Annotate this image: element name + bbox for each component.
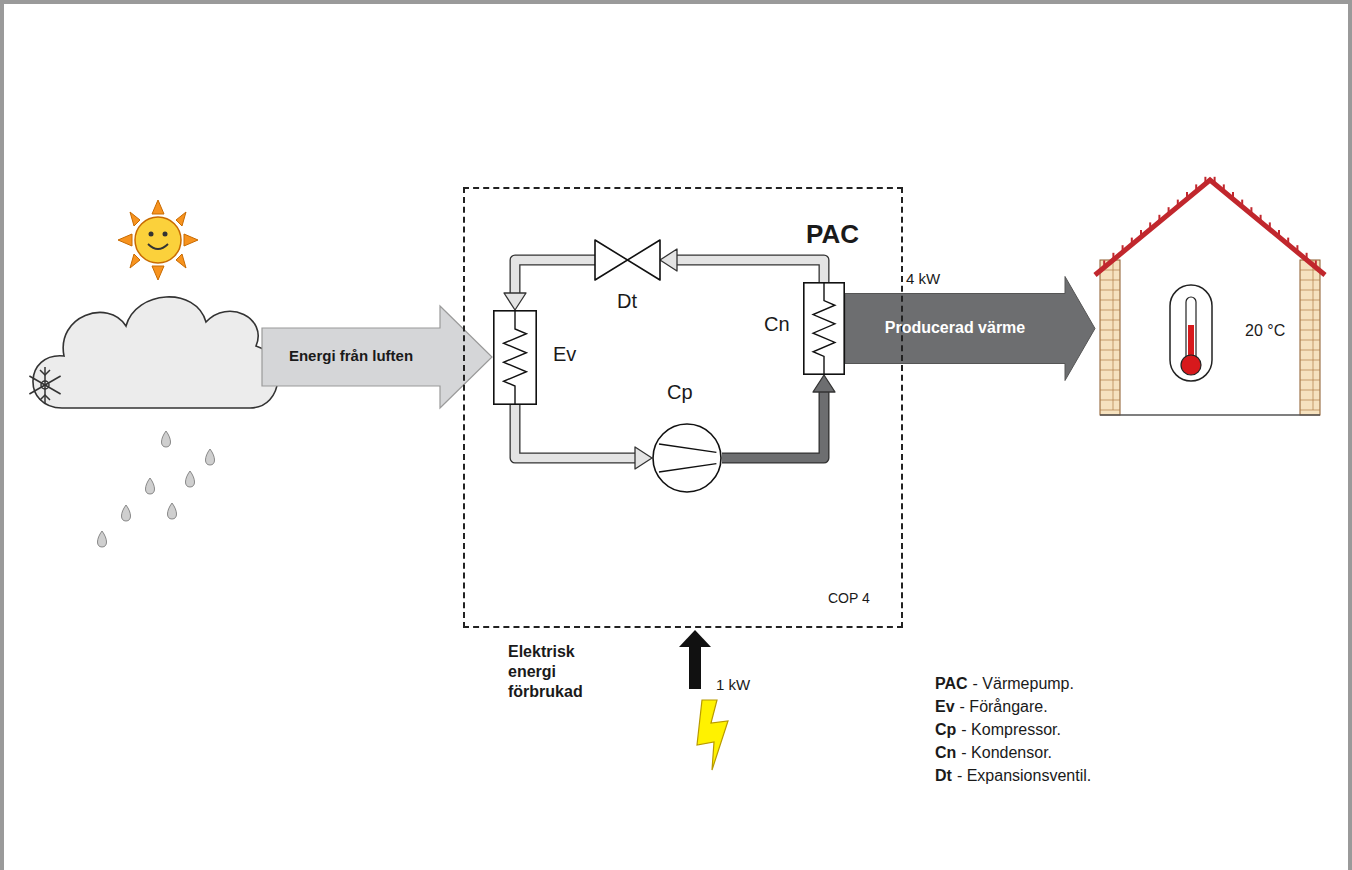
compressor-label: Cp	[667, 381, 693, 404]
flow-band	[675, 260, 824, 282]
abbreviation-meaning: - Expansionsventil.	[957, 767, 1091, 785]
expansion-valve-symbol	[595, 240, 660, 280]
arrowhead	[635, 447, 652, 469]
abbreviation: PAC	[935, 675, 968, 693]
raindrop	[186, 471, 195, 487]
arrow-label: Producerad värme	[885, 319, 1026, 337]
abbreviation-meaning: - Förångare.	[960, 698, 1048, 716]
power-value: 1 kW	[716, 676, 750, 693]
raindrops	[98, 431, 215, 547]
flow-band-outline	[722, 390, 824, 458]
flow-arrow	[722, 375, 835, 458]
flow-band	[515, 260, 595, 295]
electric-arrow	[679, 630, 711, 689]
evaporator-label: Ev	[553, 343, 576, 366]
snowflake	[29, 367, 60, 403]
abbreviation: Dt	[935, 767, 952, 785]
flow-arrow	[515, 405, 652, 469]
evaporator-symbol	[493, 310, 537, 405]
raindrop	[168, 503, 177, 519]
house: 20 °C	[1095, 175, 1325, 418]
cloud	[33, 297, 278, 408]
cop-value: COP 4	[828, 590, 870, 606]
flow-band	[515, 405, 637, 458]
arrowhead	[504, 293, 526, 310]
lightning-symbol	[697, 700, 728, 770]
abbreviation-meaning: - Kondensor.	[961, 744, 1052, 762]
house-symbol	[1095, 175, 1325, 418]
abbreviation: Ev	[935, 698, 955, 716]
flow-arrow	[845, 277, 1095, 381]
air-energy-arrow	[262, 306, 492, 408]
heat-pump-box-label: PAC	[806, 220, 859, 250]
compressor: Cp	[652, 423, 722, 493]
heat-output-arrow	[845, 277, 1095, 381]
abbreviation-meaning: - Kompressor.	[961, 721, 1061, 739]
abbreviation-meaning: - Värmepump.	[973, 675, 1074, 693]
raindrop	[146, 478, 155, 494]
raindrop	[206, 449, 215, 465]
power-value: 4 kW	[906, 270, 940, 287]
arrowhead	[813, 375, 835, 392]
evaporator: Ev	[493, 310, 537, 405]
raindrop	[162, 431, 171, 447]
flow-arrow	[660, 249, 824, 282]
condenser: Cn	[803, 282, 845, 375]
condenser-symbol	[803, 282, 845, 375]
flow-band-outline	[515, 405, 637, 458]
expansion-valve: Dt	[595, 240, 660, 280]
arrow-label: Energi från luften	[262, 347, 440, 364]
abbreviation: Cn	[935, 744, 956, 762]
sun	[118, 200, 198, 280]
condenser-label: Cn	[764, 313, 790, 336]
raindrop	[98, 531, 107, 547]
energy-caption: Elektrisk energi förbrukad	[508, 642, 604, 702]
raindrop	[122, 505, 131, 521]
flow-arrow	[504, 260, 595, 310]
compressor-symbol	[652, 423, 722, 493]
arrowhead	[660, 249, 677, 271]
flow-band	[722, 390, 824, 458]
flow-band-outline	[515, 260, 595, 295]
expansion-valve-label: Dt	[617, 290, 637, 313]
heat-pump-box: PAC DtEvCp Cn	[463, 187, 903, 628]
house-label: 20 °C	[1245, 322, 1285, 340]
abbreviation: Cp	[935, 721, 956, 739]
flow-band-outline	[675, 260, 824, 282]
